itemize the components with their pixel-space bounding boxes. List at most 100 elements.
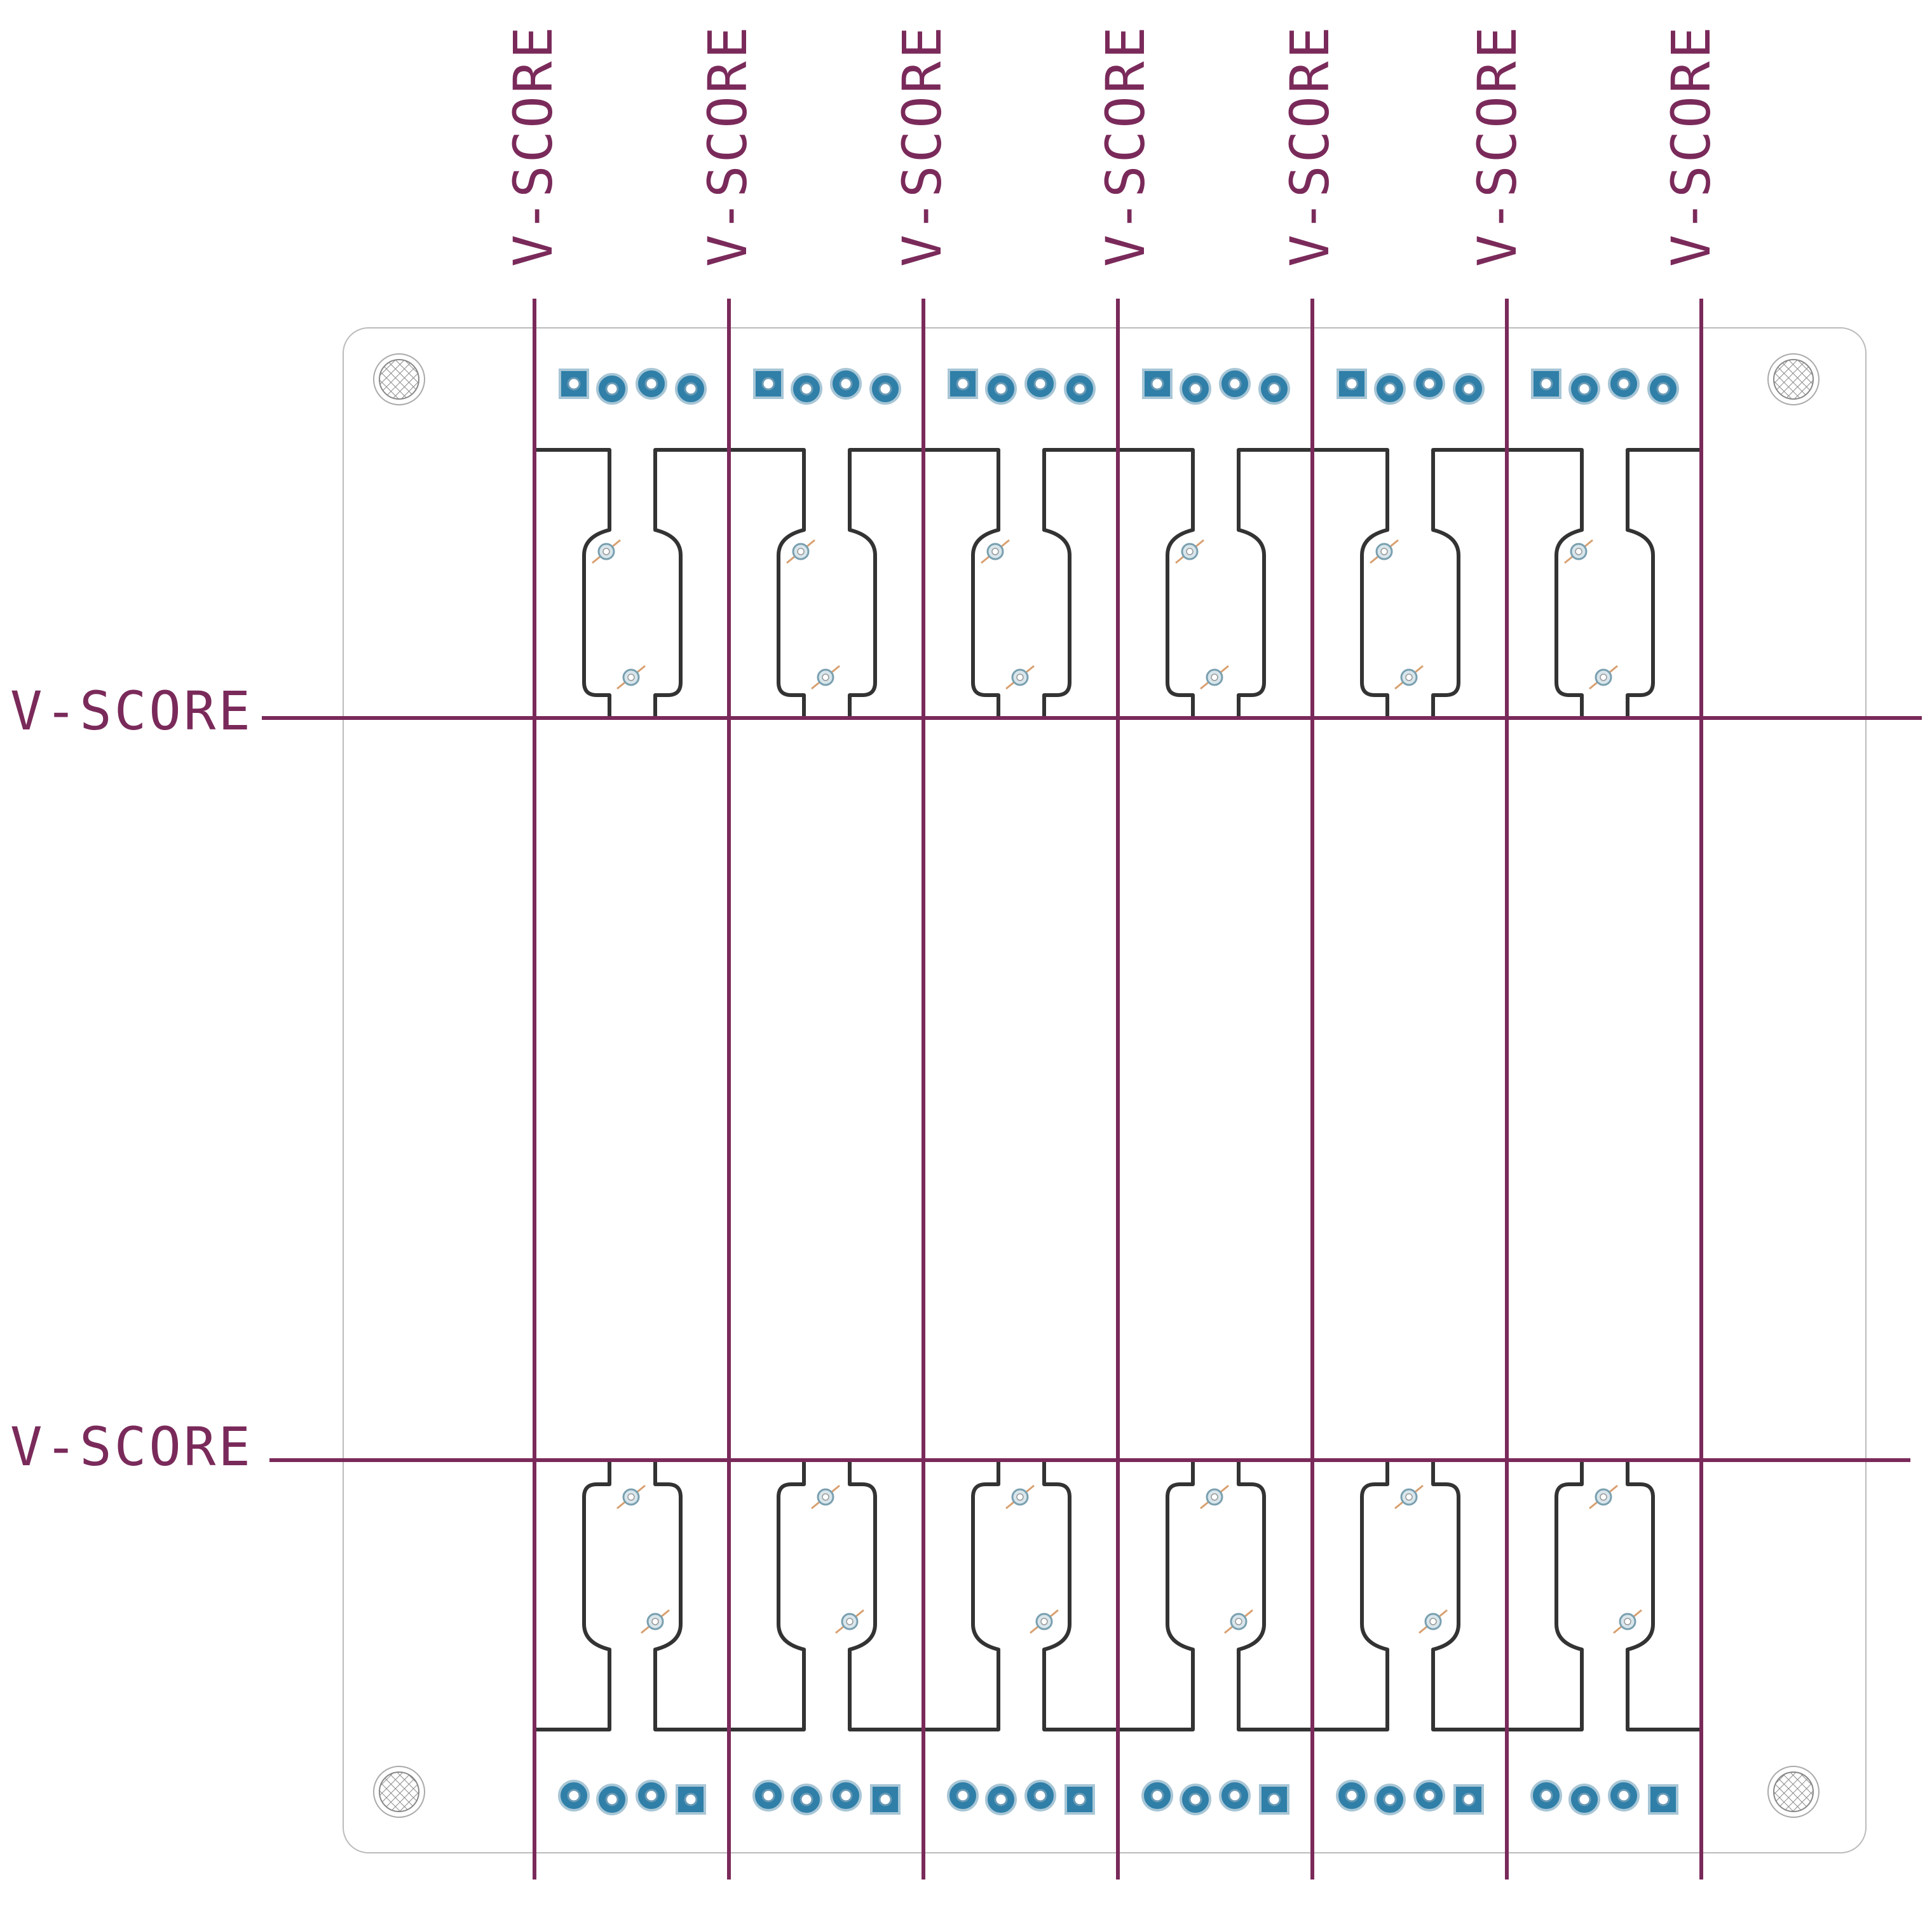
via-drill bbox=[1380, 548, 1388, 555]
top-header-pad-drill bbox=[1617, 377, 1631, 391]
bottom-header-pad-drill bbox=[878, 1792, 892, 1806]
v-score-label-col-6: V-SCORE bbox=[1466, 24, 1528, 267]
bottom-header-pad-drill bbox=[1656, 1792, 1670, 1806]
v-score-label-col-2: V-SCORE bbox=[697, 24, 759, 267]
bottom-board-outline bbox=[1312, 1458, 1507, 1731]
mounting-holes-layer bbox=[373, 353, 1820, 1818]
bottom-header-pad-drill bbox=[1033, 1789, 1047, 1803]
top-header-pad bbox=[1337, 369, 1367, 399]
top-header-pad-drill bbox=[761, 377, 775, 391]
top-header-pad-drill bbox=[1267, 382, 1281, 396]
top-board-outline bbox=[922, 448, 1120, 720]
bottom-header-pad-drill bbox=[994, 1792, 1008, 1806]
via-drill bbox=[1040, 1618, 1048, 1625]
bottom-board-outline bbox=[1507, 1458, 1701, 1731]
top-header-pad-drill bbox=[1228, 377, 1242, 391]
via-drill bbox=[627, 1493, 635, 1501]
bottom-header-pad-drill bbox=[1188, 1792, 1202, 1806]
bottom-header-pad-drill bbox=[1345, 1789, 1359, 1803]
header-pads-layer bbox=[558, 368, 1679, 1815]
top-header-pad-drill bbox=[567, 377, 581, 391]
top-header-pad-drill bbox=[839, 377, 853, 391]
top-header-pad-drill bbox=[684, 382, 698, 396]
top-header-pad-drill bbox=[644, 377, 658, 391]
top-header-pad-drill bbox=[1577, 382, 1591, 396]
v-score-label-col-4: V-SCORE bbox=[1094, 24, 1157, 267]
via-drill bbox=[1405, 674, 1413, 681]
mounting-hole bbox=[1773, 359, 1814, 400]
bottom-header-pad-drill bbox=[839, 1789, 853, 1803]
v-score-label-col-5: V-SCORE bbox=[1279, 24, 1341, 267]
bottom-header-pad-drill bbox=[1228, 1789, 1242, 1803]
mounting-hole-ring bbox=[1767, 353, 1820, 405]
via-drill bbox=[822, 674, 829, 681]
top-header-pad-drill bbox=[994, 382, 1008, 396]
top-header-pad-drill bbox=[1150, 377, 1164, 391]
via-drill bbox=[1211, 1493, 1218, 1501]
top-header-pad-drill bbox=[1345, 377, 1359, 391]
top-board-outline bbox=[1310, 448, 1509, 720]
top-header-pad-drill bbox=[878, 382, 892, 396]
via-drill bbox=[846, 1618, 854, 1625]
bottom-header-pad-drill bbox=[1462, 1792, 1476, 1806]
bottom-board-outline bbox=[729, 1458, 923, 1731]
top-header-pad-drill bbox=[605, 382, 619, 396]
top-header-pad-drill bbox=[1383, 382, 1397, 396]
via-drill bbox=[822, 1493, 829, 1501]
bottom-header-pad-drill bbox=[1577, 1792, 1591, 1806]
top-board-outline bbox=[1505, 448, 1703, 720]
bottom-board-outline bbox=[1118, 1458, 1312, 1731]
top-header-pad bbox=[753, 369, 784, 399]
bottom-header-pad-drill bbox=[1267, 1792, 1281, 1806]
via-drill bbox=[1405, 1493, 1413, 1501]
bottom-header-pad-drill bbox=[956, 1789, 970, 1803]
via-drill bbox=[1624, 1618, 1631, 1625]
board-outline-layer bbox=[343, 327, 1867, 1853]
top-header-pad-drill bbox=[1188, 382, 1202, 396]
top-header-pad-drill bbox=[1539, 377, 1553, 391]
mounting-hole-ring bbox=[373, 1766, 425, 1818]
bottom-header-pad-drill bbox=[1539, 1789, 1553, 1803]
via-drill bbox=[797, 548, 805, 555]
bottom-header-pad-drill bbox=[1617, 1789, 1631, 1803]
via-drill bbox=[1575, 548, 1582, 555]
top-header-pad-drill bbox=[1462, 382, 1476, 396]
v-score-label-col-3: V-SCORE bbox=[891, 24, 953, 267]
bottom-header-pad-drill bbox=[644, 1789, 658, 1803]
via-drill bbox=[1186, 548, 1194, 555]
via-drill bbox=[1016, 674, 1024, 681]
mounting-hole-ring bbox=[373, 353, 425, 405]
bottom-header-pad-drill bbox=[684, 1792, 698, 1806]
via-drill bbox=[602, 548, 610, 555]
bottom-header-pad-drill bbox=[799, 1792, 813, 1806]
top-header-pad-drill bbox=[799, 382, 813, 396]
bottom-board-outline bbox=[923, 1458, 1118, 1731]
top-board-outline bbox=[1116, 448, 1314, 720]
v-score-label-col-1: V-SCORE bbox=[502, 24, 564, 267]
via-drill bbox=[991, 548, 999, 555]
via-drill bbox=[1429, 1618, 1437, 1625]
via-drill bbox=[1235, 1618, 1242, 1625]
v-score-label-col-7: V-SCORE bbox=[1660, 24, 1722, 267]
top-board-outline bbox=[727, 448, 925, 720]
v-score-label-row-bottom: V-SCORE bbox=[10, 1416, 253, 1478]
top-header-pad-drill bbox=[1422, 377, 1436, 391]
top-header-pad-drill bbox=[1033, 377, 1047, 391]
top-board-outline bbox=[533, 448, 731, 720]
bottom-header-pad-drill bbox=[1150, 1789, 1164, 1803]
mounting-hole-ring bbox=[1767, 1766, 1820, 1818]
bottom-board-outline bbox=[534, 1458, 729, 1731]
bottom-header-pad-drill bbox=[567, 1789, 581, 1803]
mounting-hole bbox=[1773, 1771, 1814, 1812]
bottom-header-pad-drill bbox=[761, 1789, 775, 1803]
via-drill bbox=[627, 674, 635, 681]
top-header-pad-drill bbox=[956, 377, 970, 391]
vias-layer bbox=[592, 539, 1642, 1634]
bottom-header-pad-drill bbox=[605, 1792, 619, 1806]
via-drill bbox=[1600, 674, 1607, 681]
top-header-pad-drill bbox=[1656, 382, 1670, 396]
board-edge bbox=[343, 327, 1867, 1853]
mounting-hole bbox=[379, 359, 419, 400]
v-score-lines-layer bbox=[262, 299, 1922, 1880]
